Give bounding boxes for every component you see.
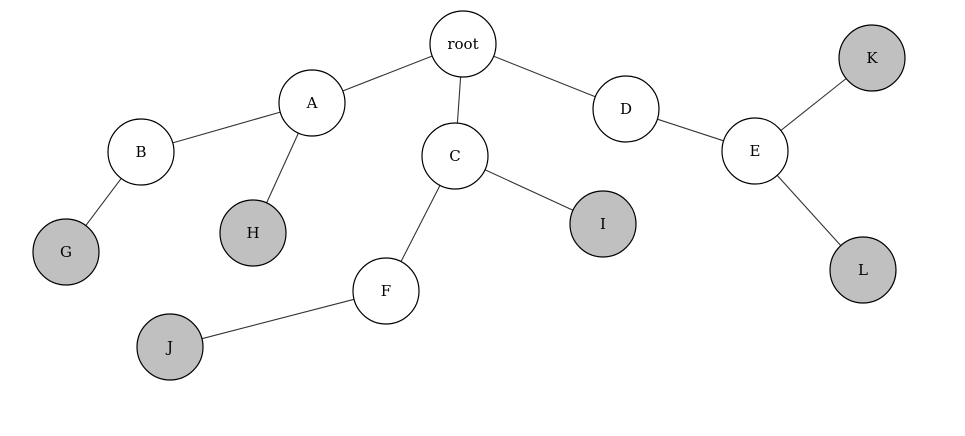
node-circle-G [32, 218, 100, 286]
edge-E-L [776, 175, 842, 246]
node-label-I: I [600, 215, 606, 233]
node-label-E: E [750, 142, 761, 160]
node-J: J [136, 313, 204, 381]
node-label-K: K [866, 49, 878, 67]
edge-A-B [172, 111, 281, 144]
node-circle-F [352, 257, 420, 325]
edge-C-I [484, 169, 574, 211]
node-C: C [421, 122, 489, 190]
node-A: A [278, 69, 346, 137]
node-circle-L [829, 236, 897, 304]
node-I: I [569, 190, 637, 258]
node-label-F: F [381, 282, 391, 300]
node-circle-A [278, 69, 346, 137]
node-L: L [829, 236, 897, 304]
edge-root-D [493, 55, 596, 98]
node-label-A: A [306, 94, 318, 112]
edge-F-J [201, 298, 355, 340]
node-label-C: C [449, 147, 460, 165]
node-F: F [352, 257, 420, 325]
node-circle-D [592, 75, 660, 143]
node-circle-E [721, 117, 789, 185]
node-D: D [592, 75, 660, 143]
edge-C-F [400, 185, 441, 262]
node-circle-K [838, 24, 906, 92]
node-circle-I [569, 190, 637, 258]
node-label-G: G [60, 243, 72, 261]
edge-B-G [85, 178, 122, 226]
node-label-D: D [620, 100, 632, 118]
node-label-J: J [165, 338, 173, 356]
node-circle-B [107, 118, 175, 186]
node-label-root: root [447, 35, 478, 53]
edge-E-K [780, 78, 847, 131]
node-K: K [838, 24, 906, 92]
node-label-L: L [858, 261, 868, 279]
node-circle-root [429, 10, 497, 78]
edge-A-H [266, 132, 299, 204]
edge-D-E [657, 118, 724, 142]
edge-root-C [456, 76, 462, 124]
node-E: E [721, 117, 789, 185]
edge-root-A [342, 55, 433, 92]
node-circle-J [136, 313, 204, 381]
edges-layer [85, 55, 847, 340]
node-root: root [429, 10, 497, 78]
node-G: G [32, 218, 100, 286]
node-label-B: B [135, 143, 146, 161]
node-circle-H [219, 199, 287, 267]
node-label-H: H [246, 224, 259, 242]
node-B: B [107, 118, 175, 186]
node-H: H [219, 199, 287, 267]
node-circle-C [421, 122, 489, 190]
